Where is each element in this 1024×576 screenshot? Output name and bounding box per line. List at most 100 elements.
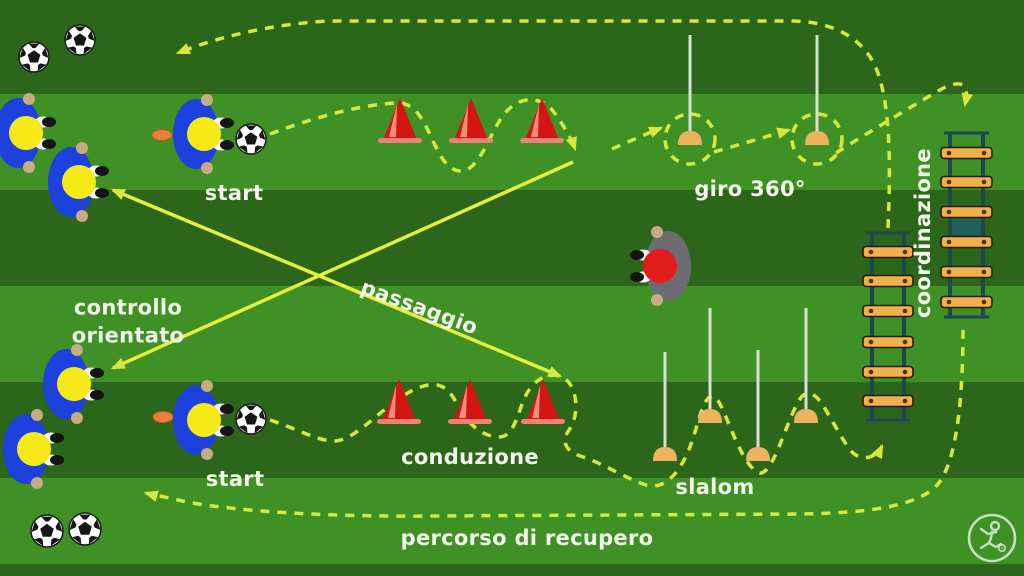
soccer-ball bbox=[18, 41, 50, 73]
player-head bbox=[643, 249, 677, 283]
player-figure bbox=[173, 94, 234, 174]
ball-patch bbox=[31, 521, 39, 533]
brand-logo bbox=[967, 513, 1017, 563]
coach-figure bbox=[630, 226, 691, 306]
player-shoe bbox=[95, 166, 109, 176]
training-cone bbox=[521, 379, 565, 424]
slalom-pole bbox=[698, 308, 722, 423]
player-hand bbox=[76, 142, 88, 154]
ladder-rung-dot bbox=[981, 269, 987, 275]
training-cone bbox=[377, 379, 421, 424]
player-head bbox=[187, 117, 221, 151]
ladder-rung bbox=[862, 394, 914, 408]
turn-circle-360 bbox=[790, 112, 844, 166]
ladder-rung-dot bbox=[902, 249, 908, 255]
ball-pentagon bbox=[27, 50, 41, 63]
ladder-rung-dot bbox=[946, 209, 952, 215]
slalom-pole bbox=[794, 308, 818, 423]
player-shoe bbox=[220, 404, 234, 414]
field-stripe-dark bbox=[0, 564, 1024, 576]
ladder-rung-dot bbox=[946, 179, 952, 185]
ladder-cell bbox=[951, 219, 982, 236]
player-hand bbox=[23, 161, 35, 173]
ladder-rung bbox=[862, 365, 914, 379]
player-head bbox=[17, 432, 51, 466]
soccer-ball bbox=[235, 123, 267, 155]
ball-pentagon bbox=[40, 523, 54, 537]
logo-mini-ball-dot bbox=[1001, 547, 1003, 549]
ladder-rung-dot bbox=[902, 339, 908, 345]
path-pass-bottom-exit-to-controllo bbox=[110, 188, 563, 378]
ball-patch bbox=[41, 516, 53, 522]
player-figure bbox=[3, 409, 64, 489]
cone-highlight bbox=[460, 104, 468, 137]
player-head bbox=[9, 116, 43, 150]
ball-pentagon bbox=[78, 521, 92, 535]
player-hand bbox=[201, 380, 213, 392]
player-shoe bbox=[220, 118, 234, 128]
field-stripe-dark bbox=[0, 0, 1024, 94]
agility-ladder bbox=[862, 231, 914, 422]
ladder-rung-dot bbox=[981, 150, 987, 156]
ladder-rung bbox=[862, 274, 914, 288]
ball-patch bbox=[19, 47, 26, 58]
ball-patch bbox=[236, 129, 243, 140]
ladder-rung bbox=[940, 146, 993, 160]
ball-patch bbox=[254, 145, 264, 154]
ladder-rung-dot bbox=[902, 278, 908, 284]
ball-patch bbox=[236, 409, 243, 420]
player-shoe bbox=[50, 455, 64, 465]
path-bottom-dribble-slalom bbox=[269, 373, 884, 488]
player-figure bbox=[173, 380, 234, 460]
flat-marker-disc bbox=[151, 129, 173, 141]
player-figure bbox=[0, 93, 56, 173]
ladder-rung-dot bbox=[981, 179, 987, 185]
training-cone bbox=[449, 98, 493, 143]
flat-marker bbox=[152, 411, 174, 423]
ladder-rung bbox=[862, 245, 914, 259]
ladder-rung-dot bbox=[868, 398, 874, 404]
ladder-rung-dot bbox=[868, 339, 874, 345]
slalom-pole bbox=[678, 35, 702, 145]
ball-pentagon bbox=[73, 33, 87, 46]
player-figure bbox=[48, 142, 109, 222]
player-hand bbox=[76, 210, 88, 222]
pole-dome-base bbox=[805, 131, 829, 145]
player-hand bbox=[651, 294, 663, 306]
soccer-ball bbox=[235, 403, 267, 435]
ladder-rung-dot bbox=[946, 299, 952, 305]
cone-base bbox=[377, 419, 421, 424]
ball-patch bbox=[71, 535, 82, 545]
cone-highlight bbox=[531, 104, 539, 137]
ladder-rung-dot bbox=[868, 249, 874, 255]
ball-patch bbox=[79, 514, 91, 520]
ladder-rung-dot bbox=[868, 308, 874, 314]
ladder-rung-dot bbox=[868, 278, 874, 284]
ball-patch bbox=[238, 145, 248, 154]
pole-dome-base bbox=[794, 409, 818, 423]
ball-patch bbox=[259, 409, 266, 420]
ladder-rung-dot bbox=[946, 269, 952, 275]
ladder-rung-dot bbox=[868, 369, 874, 375]
ladder-rung-dot bbox=[902, 308, 908, 314]
ball-patch bbox=[245, 405, 257, 411]
ladder-rung-dot bbox=[981, 299, 987, 305]
ladder-rung bbox=[862, 304, 914, 318]
ball-patch bbox=[50, 537, 61, 547]
soccer-ball bbox=[30, 514, 64, 548]
path-top-dribble bbox=[269, 98, 577, 173]
ball-patch bbox=[74, 26, 86, 32]
path-recovery-bottom bbox=[143, 329, 965, 518]
ball-patch bbox=[238, 425, 248, 434]
path-giro-exit-to-ladder bbox=[835, 82, 974, 155]
logo-head bbox=[989, 520, 1001, 532]
slalom-pole bbox=[805, 35, 829, 145]
cone-base bbox=[521, 419, 565, 424]
ball-patch bbox=[33, 537, 44, 547]
player-shoe bbox=[220, 140, 234, 150]
field-stripe-dark bbox=[0, 382, 1024, 478]
ball-patch bbox=[259, 129, 266, 140]
player-shoe bbox=[42, 139, 56, 149]
ladder-rung-dot bbox=[946, 239, 952, 245]
player-shoe bbox=[220, 426, 234, 436]
